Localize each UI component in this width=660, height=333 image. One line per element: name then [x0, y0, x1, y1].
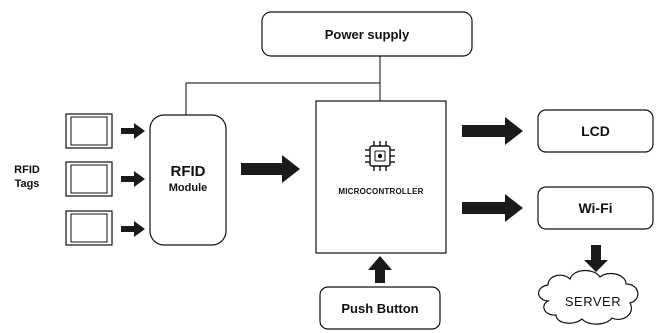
wifi-box	[537, 186, 654, 230]
rfid-tags-label: RFID Tags	[2, 160, 52, 194]
rfid-tag-2	[65, 161, 113, 197]
tag3-arrow	[121, 221, 145, 237]
tag2-arrow	[121, 171, 145, 187]
rfid-tags-label-line2: Tags	[14, 178, 40, 190]
push-to-mcu-arrow	[368, 256, 392, 283]
rfid-module-box	[149, 114, 227, 246]
mcu-to-wifi-arrow	[462, 194, 523, 222]
microcontroller-label: MICROCONTROLLER	[338, 186, 424, 196]
chip-icon	[365, 141, 395, 171]
rfid-to-mcu-arrow	[241, 155, 300, 183]
push-button-box	[319, 286, 441, 330]
server-label: SERVER	[564, 293, 622, 309]
rfid-module-subtitle: Module	[168, 182, 208, 194]
tag1-arrow	[121, 123, 145, 139]
wifi-to-server-arrow	[584, 245, 608, 272]
power-supply-label: Power supply	[324, 26, 410, 42]
rfid-tags-label-line1: RFID	[14, 164, 40, 176]
rfid-module-title: RFID	[170, 162, 206, 180]
power-supply-box	[261, 11, 473, 57]
wifi-label: Wi-Fi	[578, 200, 613, 216]
microcontroller-box	[315, 100, 447, 254]
rfid-tag-1	[65, 113, 113, 149]
lcd-box	[537, 109, 654, 153]
server-cloud	[538, 269, 639, 325]
push-button-label: Push Button	[341, 300, 419, 316]
rfid-tag-3	[65, 210, 113, 246]
power-connection-lines	[185, 56, 381, 115]
lcd-label: LCD	[581, 123, 610, 139]
mcu-to-lcd-arrow	[462, 117, 523, 145]
